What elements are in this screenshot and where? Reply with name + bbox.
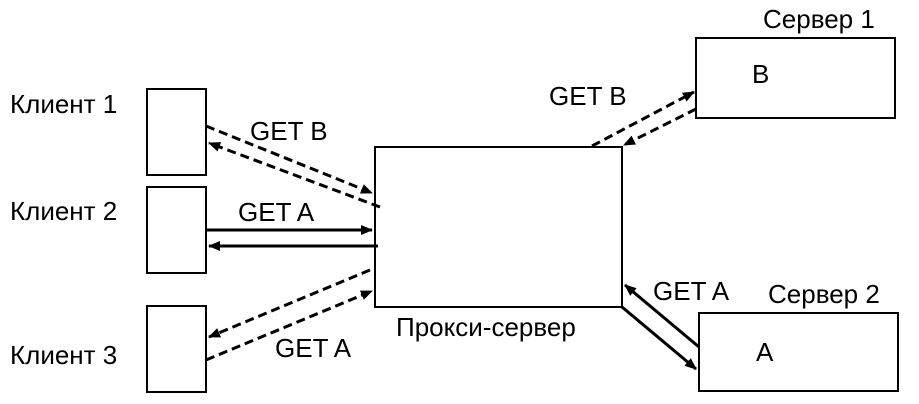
client-1-request-arrow: [205, 124, 373, 195]
client-2-box: [146, 186, 207, 274]
client-2-request-label: GET A: [238, 197, 315, 227]
client-1-label: Клиент 1: [10, 89, 117, 119]
proxy-to-server-2-request-arrow: [621, 305, 697, 371]
proxy-to-server-1-request-arrow: [591, 90, 695, 148]
proxy-box: [374, 146, 623, 308]
client-3-label: Клиент 3: [10, 340, 117, 370]
client-3-request-arrow: [205, 289, 373, 362]
server-1-to-proxy-response-arrow: [623, 107, 697, 147]
client-1-box: [146, 88, 207, 176]
client-3-box: [146, 305, 207, 393]
client-2-label: Клиент 2: [10, 196, 117, 226]
client-3-response-arrow: [208, 268, 371, 339]
proxy-label: Прокси-сервер: [396, 312, 576, 342]
server-2-box: [698, 312, 899, 392]
server-2-to-proxy-response-arrow: [624, 283, 700, 349]
server-2-label: Сервер 2: [768, 279, 880, 309]
server-1-box: [695, 37, 896, 119]
client-1-response-arrow: [208, 141, 381, 209]
server-1-label: Сервер 1: [763, 4, 875, 34]
proxy-to-server-2-label: GET A: [653, 276, 730, 306]
server-1-content: B: [752, 59, 769, 89]
server-2-content: A: [756, 337, 774, 367]
proxy-to-server-1-label: GET B: [549, 81, 627, 111]
client-3-request-label: GET A: [275, 333, 352, 363]
client-1-request-label: GET B: [250, 116, 328, 146]
